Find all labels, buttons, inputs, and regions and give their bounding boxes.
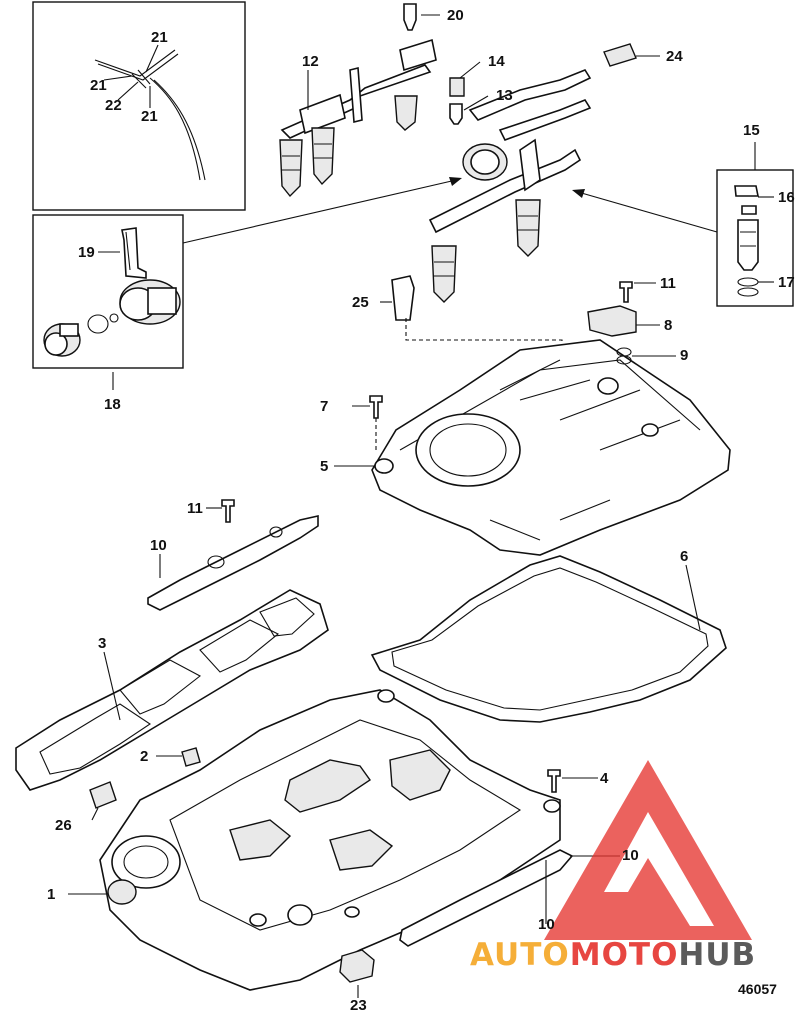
- gasket-plate: [399, 849, 574, 947]
- fuel-injector: [431, 245, 457, 303]
- watermark-logo-triangle: [544, 760, 752, 940]
- schrader-fitting: [449, 103, 463, 125]
- callout-21-left: 21: [90, 77, 107, 94]
- valve-cap: [449, 77, 465, 97]
- hose-elbow: [391, 275, 415, 321]
- callout-10-right: 10: [622, 847, 639, 864]
- fitting: [89, 781, 117, 809]
- fuel-injector: [394, 95, 418, 131]
- callout-24: 24: [666, 48, 683, 65]
- intake-gasket: [15, 589, 329, 791]
- callout-17: 17: [778, 274, 795, 291]
- upper-manifold-gasket: [370, 555, 727, 723]
- bolt: [369, 395, 383, 419]
- watermark-word-hub: HUB: [678, 937, 756, 973]
- callout-10-upper: 10: [150, 537, 167, 554]
- inset-injector-detail: [716, 142, 794, 307]
- inset-wire-detail: [32, 1, 246, 211]
- callout-2: 2: [140, 748, 148, 765]
- fuel-injector: [279, 139, 303, 198]
- callout-18: 18: [104, 396, 121, 413]
- callout-3: 3: [98, 635, 106, 652]
- callout-11-mid: 11: [187, 500, 203, 517]
- callout-1: 1: [47, 886, 55, 903]
- fuel-line-fitting: [603, 43, 637, 67]
- gasket-plate: [147, 515, 319, 611]
- svg-text:AUTOMOTOHUB: AUTOMOTOHUB: [470, 937, 756, 973]
- callout-6: 6: [680, 548, 688, 565]
- callout-5: 5: [320, 458, 328, 475]
- automotohub-watermark: AUTOMOTOHUB: [470, 760, 756, 973]
- callout-26: 26: [55, 817, 72, 834]
- o-ring: [616, 355, 632, 365]
- callout-21-top: 21: [151, 29, 168, 46]
- callout-12: 12: [302, 53, 319, 70]
- bolt: [547, 769, 561, 793]
- callout-25: 25: [352, 294, 369, 311]
- callout-7: 7: [320, 398, 328, 415]
- callout-9: 9: [680, 347, 688, 364]
- fuel-injector: [311, 127, 335, 186]
- callout-23: 23: [350, 997, 367, 1013]
- upper-intake-manifold: [371, 339, 731, 556]
- fuel-injector: [515, 199, 541, 257]
- pipe-plug: [339, 949, 375, 983]
- figure-number: 46057: [738, 981, 777, 997]
- bolt: [221, 499, 235, 523]
- set-screw: [181, 747, 201, 767]
- inset-pressure-regulator: [32, 214, 184, 390]
- callout-4: 4: [600, 770, 609, 787]
- lower-intake-manifold: [99, 689, 561, 991]
- schrader-valve: [403, 3, 417, 31]
- callout-11-top: 11: [660, 275, 676, 292]
- watermark-word-auto: AUTO: [470, 937, 570, 973]
- fuel-rail-assembly: [279, 38, 592, 303]
- callout-10-lower: 10: [538, 916, 555, 933]
- callout-labels: 20 12 14 13 24 21 21 22 21 15 16 17 19 1…: [47, 7, 795, 1013]
- callout-16: 16: [778, 189, 795, 206]
- callout-14: 14: [488, 53, 505, 70]
- callout-15: 15: [743, 122, 760, 139]
- map-sensor: [587, 305, 637, 337]
- bolt: [619, 281, 633, 303]
- watermark-word-moto: MOTO: [570, 937, 679, 973]
- callout-21-bottom: 21: [141, 108, 158, 125]
- callout-20: 20: [447, 7, 464, 24]
- callout-19: 19: [78, 244, 95, 261]
- callout-22: 22: [105, 97, 122, 114]
- callout-8: 8: [664, 317, 672, 334]
- callout-13: 13: [496, 87, 513, 104]
